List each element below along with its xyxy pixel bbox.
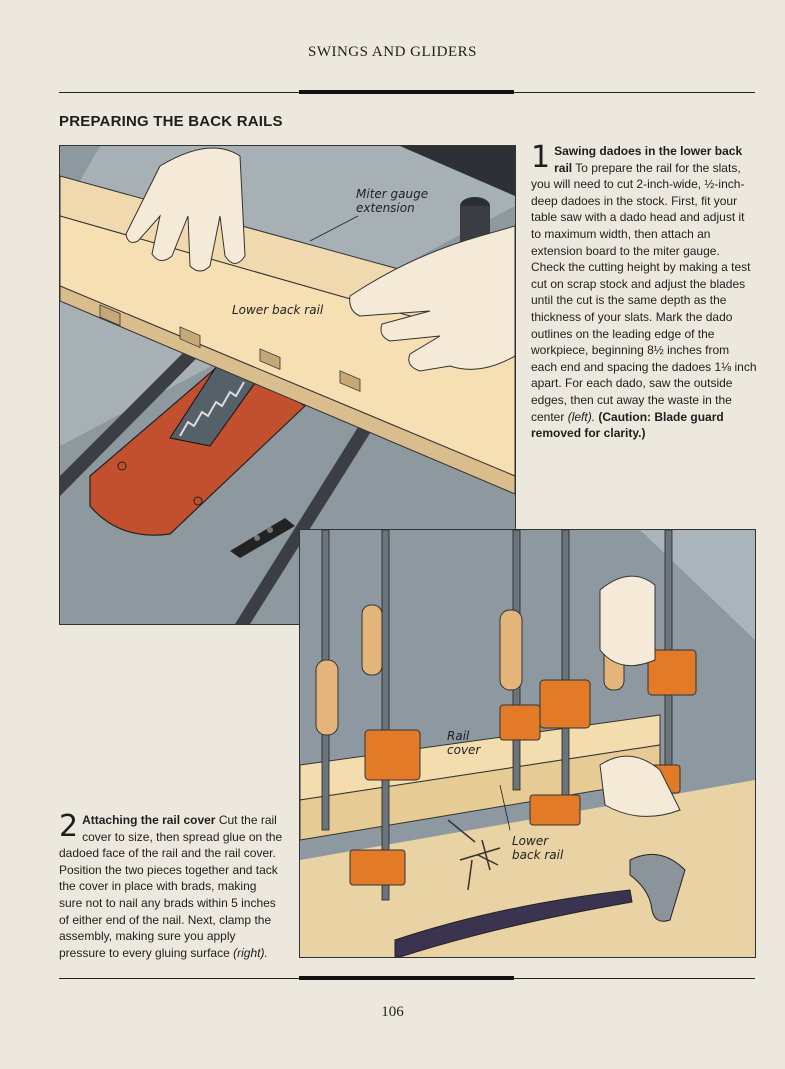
table-saw-drawing: Miter gauge extension Lower back rail	[60, 146, 515, 624]
step-2-body: Cut the rail cover to size, then spread …	[59, 813, 283, 960]
step-2-heading: Attaching the rail cover	[82, 813, 216, 827]
label-rail: Rail	[447, 729, 470, 743]
label-back-rail: back rail	[512, 848, 564, 862]
label-extension: extension	[356, 201, 415, 215]
label-miter-gauge: Miter gauge	[356, 187, 428, 201]
step-1-figure-ref: (left).	[567, 409, 596, 424]
footer-rule-accent	[299, 976, 514, 980]
running-header: SWINGS AND GLIDERS	[307, 44, 477, 60]
page-number: 106	[381, 1004, 404, 1020]
label-lower-back-rail: Lower back rail	[232, 303, 324, 317]
step-1-caution: (Caution: Blade guard removed for clarit…	[531, 409, 724, 441]
clamping-drawing: Rail cover Lower back rail	[300, 530, 755, 957]
table-saw-illustration: Miter gauge extension Lower back rail	[59, 145, 516, 625]
clamping-illustration: Rail cover Lower back rail	[299, 529, 756, 958]
step-1-body: To prepare the rail for the slats, you w…	[531, 160, 757, 424]
step-2: 2 Attaching the rail cover Cut the rail …	[59, 812, 283, 961]
label-lower: Lower	[512, 834, 549, 848]
step-1-heading: Sawing dadoes in the lower back rail	[554, 144, 743, 175]
step-1: 1 Sawing dadoes in the lower back rail T…	[531, 143, 757, 442]
step-1-number: 1	[531, 140, 551, 175]
section-title: PREPARING THE BACK RAILS	[59, 113, 283, 130]
step-2-number: 2	[59, 809, 79, 844]
step-2-figure-ref: (right).	[233, 945, 268, 960]
label-cover: cover	[447, 743, 481, 757]
header-rule-accent	[299, 90, 514, 94]
